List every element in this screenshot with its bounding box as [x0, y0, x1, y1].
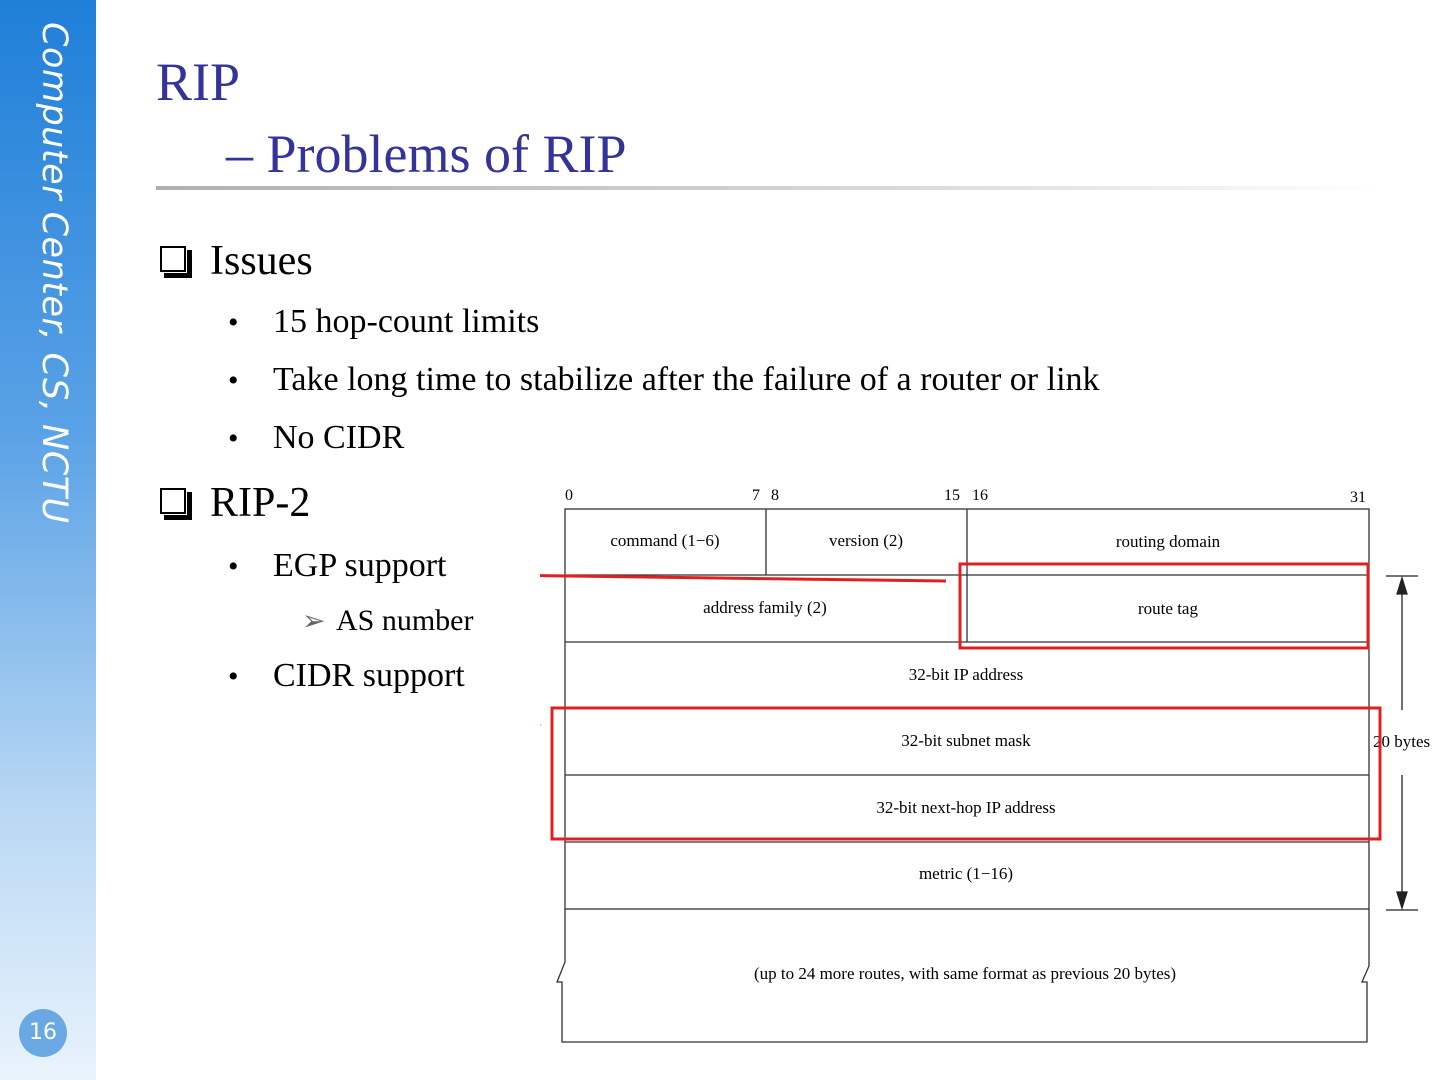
bullet-dot-icon: • [228, 364, 239, 397]
list-item: • No CIDR [228, 418, 404, 459]
field-subnet-mask: 32-bit subnet mask [901, 731, 1031, 750]
list-item-text: Take long time to stabilize after the fa… [273, 361, 1100, 398]
arrow-up-icon [1396, 575, 1408, 595]
size-label: 20 bytes [1373, 732, 1430, 751]
bullet-issues-label: Issues [210, 238, 313, 284]
bit-label: 15 [944, 487, 960, 504]
title-divider [156, 186, 1376, 190]
bit-label: 31 [1350, 489, 1366, 506]
slide-subtitle: – Problems of RIP [226, 124, 627, 184]
bullet-dot-icon: • [228, 306, 239, 339]
page-number-badge: 16 [19, 1009, 67, 1057]
list-item-egp: • EGP support [228, 546, 446, 587]
checkbox-bullet-icon [160, 488, 192, 520]
highlight-cidr-box [550, 706, 1382, 841]
bit-label: 0 [565, 487, 573, 504]
field-routing-domain: routing domain [1116, 532, 1221, 551]
more-routes-frame [556, 909, 1370, 1043]
field-next-hop: 32-bit next-hop IP address [876, 798, 1055, 817]
arrow-down-icon [1396, 891, 1408, 911]
bullet-rip2-label: RIP-2 [210, 480, 311, 526]
egp-connector-line [492, 573, 947, 583]
field-command: command (1−6) [610, 531, 719, 550]
bit-label: 16 [972, 487, 988, 504]
field-more-routes: (up to 24 more routes, with same format … [754, 964, 1176, 983]
sidebar: Computer Center, CS, NCTU 16 [0, 0, 96, 1080]
bullet-dot-icon: • [228, 550, 239, 583]
field-version: version (2) [829, 531, 903, 550]
bit-label: 7 [752, 487, 760, 504]
sub-list-item: ➢ AS number [302, 603, 474, 640]
bullet-dot-icon: • [228, 422, 239, 455]
list-item-text: 15 hop-count limits [273, 303, 540, 340]
slide-title: RIP [156, 52, 241, 112]
bit-label: 8 [771, 487, 779, 504]
list-item: • 15 hop-count limits [228, 302, 539, 343]
field-address-family: address family (2) [703, 598, 827, 617]
field-route-tag: route tag [1138, 599, 1198, 618]
bullet-issues: Issues [160, 236, 313, 286]
checkbox-bullet-icon [160, 246, 192, 278]
sidebar-org-text: Computer Center, CS, NCTU [34, 22, 74, 524]
field-metric: metric (1−16) [919, 864, 1013, 883]
field-ip-address: 32-bit IP address [909, 665, 1024, 684]
arrow-bullet-icon: ➢ [302, 606, 326, 637]
bullet-dot-icon: • [228, 660, 239, 693]
list-item: • Take long time to stabilize after the f… [228, 360, 1100, 401]
list-item-text: CIDR support [273, 657, 465, 694]
list-item-text: No CIDR [273, 419, 405, 456]
sub-list-item-text: AS number [336, 604, 474, 637]
bullet-rip2: RIP-2 [160, 478, 310, 528]
list-item-text: EGP support [273, 547, 447, 584]
highlight-route-tag-box [958, 562, 1370, 650]
rip2-message-format-diagram: 0 7 8 15 16 31 command (1−6) version (2)… [492, 480, 1440, 1050]
list-item-cidr: • CIDR support [228, 656, 465, 697]
